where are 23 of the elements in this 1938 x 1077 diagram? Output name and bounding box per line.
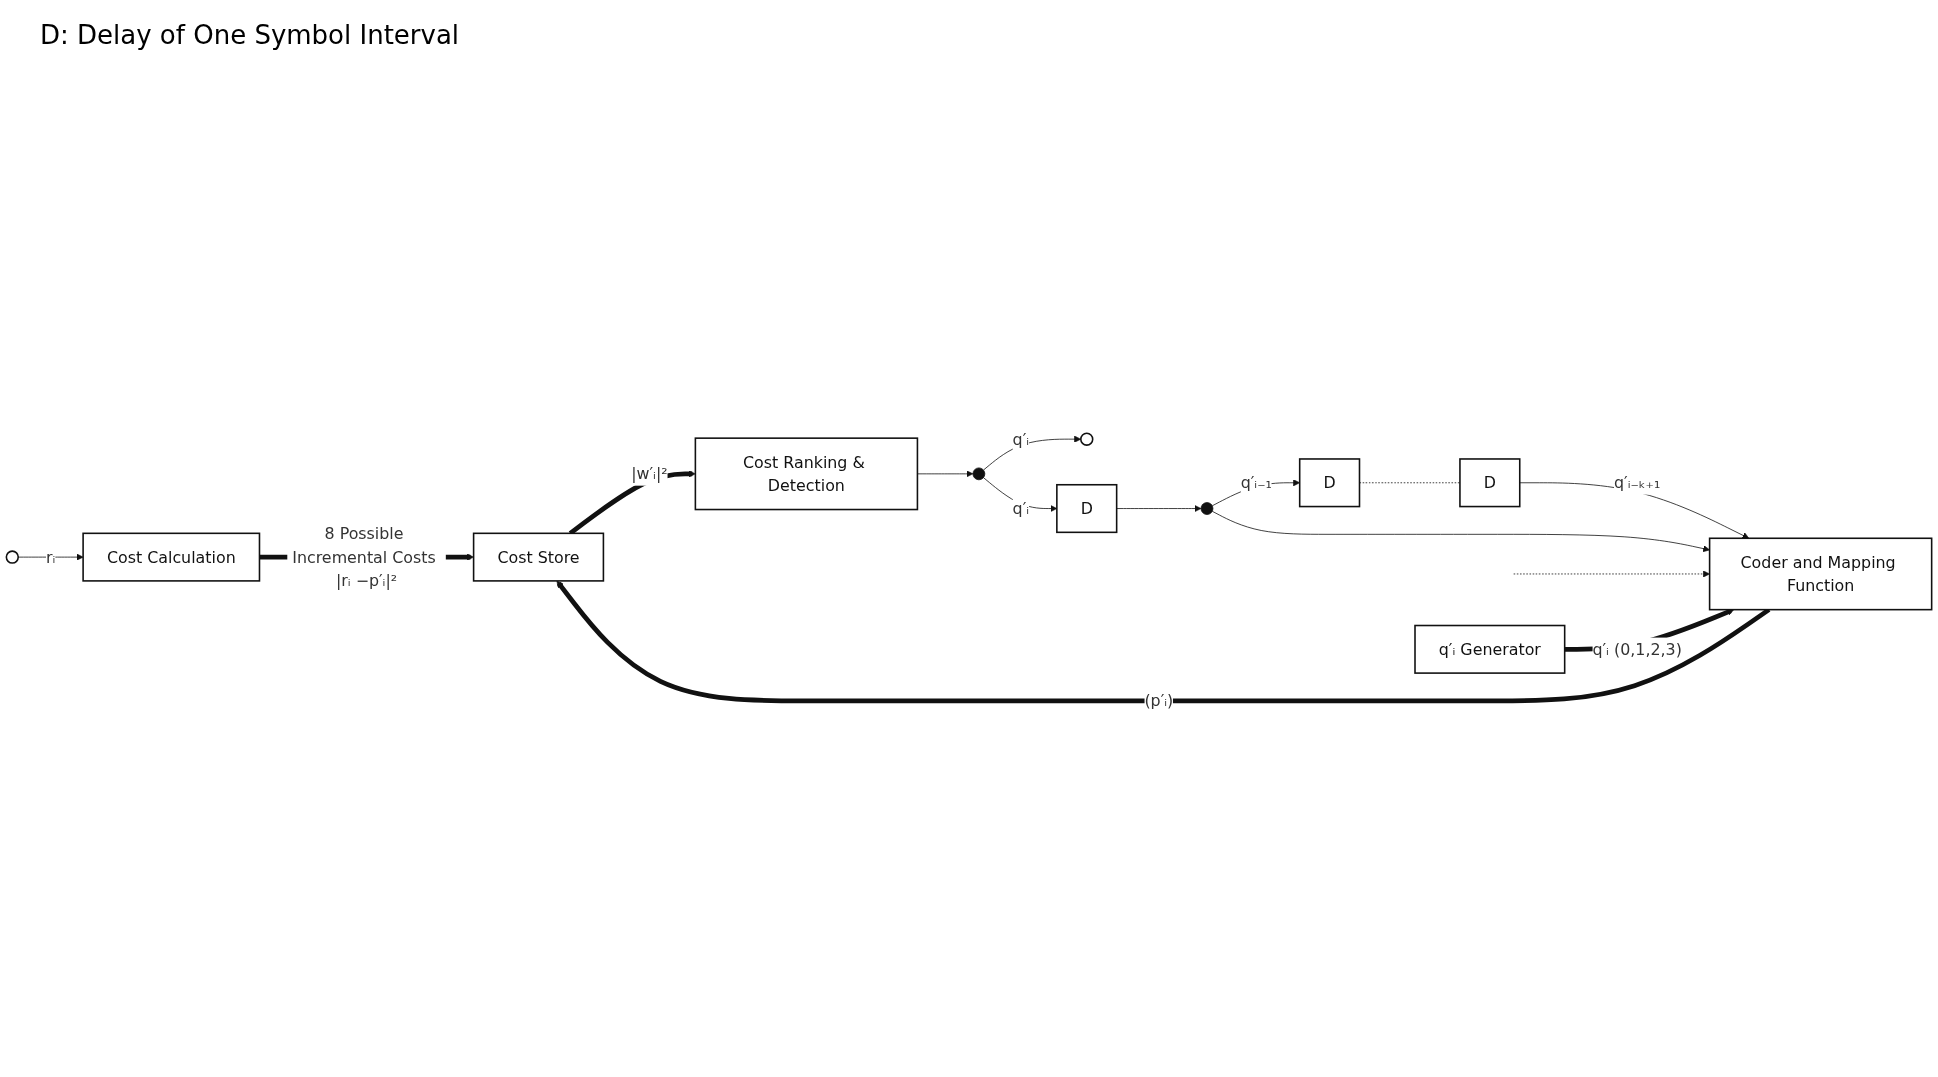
node-circle (5, 550, 20, 564)
edge-label: |w′ᵢ|² (631, 464, 668, 484)
node-box: D (1298, 458, 1361, 508)
node-box: Cost Store (472, 532, 605, 582)
edge-label: q′ᵢ (1012, 429, 1030, 449)
node-box: D (1056, 483, 1118, 534)
edge-label: 8 Possible Incremental Costs |rᵢ −p′ᵢ|² (292, 523, 436, 591)
node-circle (1080, 432, 1094, 446)
note-text: D: Delay of One Symbol Interval (40, 20, 460, 50)
node-box: Coder and Mapping Function (1708, 537, 1933, 611)
node-box: D (1459, 458, 1521, 508)
edge-label: q′ᵢ (0,1,2,3) (1592, 639, 1682, 659)
node-box: Cost Calculation (82, 532, 261, 582)
node-box: Cost Ranking & Detection (694, 437, 919, 511)
node-circle (1200, 502, 1214, 515)
node-box: q′ᵢ Generator (1414, 624, 1566, 674)
edge-label: q′ᵢ₋₁ (1240, 473, 1272, 493)
edge-label: rᵢ (46, 547, 56, 567)
edge-label: q′ᵢ₋ₖ₊₁ (1613, 473, 1661, 493)
arrow (556, 580, 1771, 704)
edge-label: q′ᵢ (1012, 499, 1030, 519)
node-circle (972, 467, 986, 481)
edge-label: (p′ᵢ) (1144, 691, 1174, 711)
